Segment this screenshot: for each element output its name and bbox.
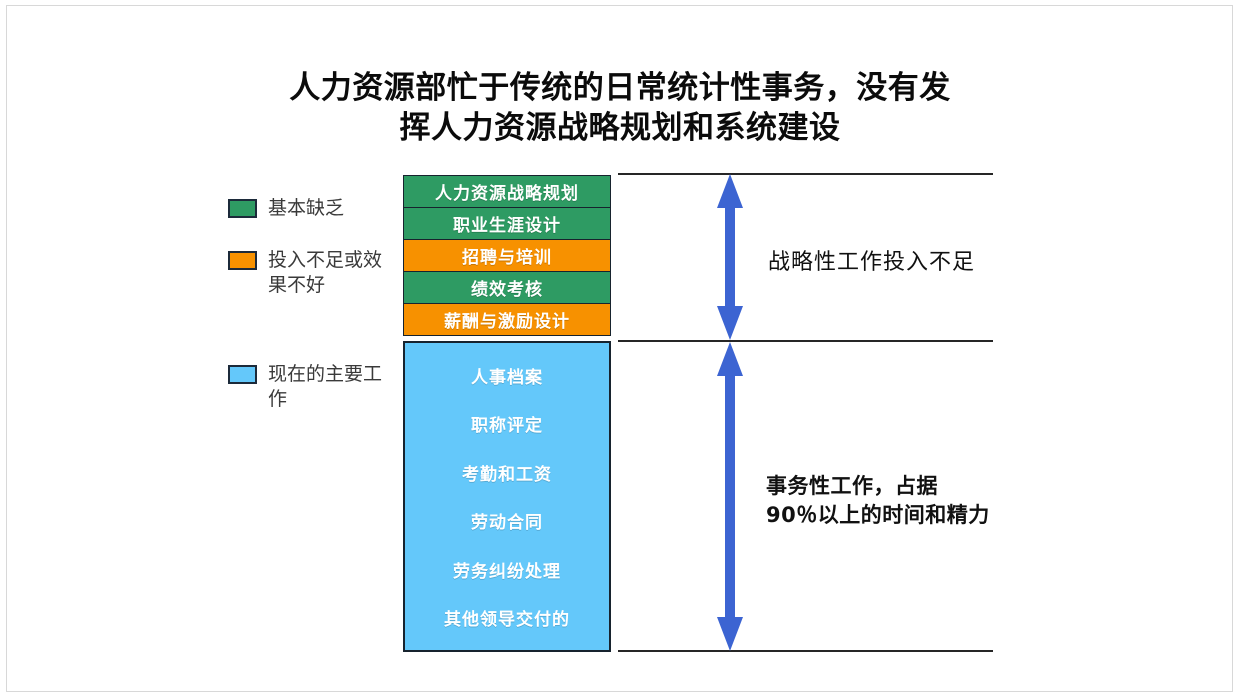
stack-block-label: 职业生涯设计 [453, 216, 561, 236]
double-arrow-icon-operational [714, 342, 746, 651]
legend-item-basic-lacking: 基本缺乏 [228, 196, 393, 221]
legend-swatch-green [228, 199, 257, 218]
operational-item-labor-disputes: 劳务纠纷处理 [453, 561, 561, 582]
stack-block-recruit-training[interactable]: 招聘与培训 [403, 239, 611, 272]
annotation-operational-line-1: 事务性工作，占据 [766, 474, 938, 498]
stack-block-hr-strategy[interactable]: 人力资源战略规划 [403, 175, 611, 208]
stack-block-label: 人力资源战略规划 [435, 184, 579, 204]
operational-work-block[interactable]: 人事档案 职称评定 考勤和工资 劳动合同 劳务纠纷处理 其他领导交付的 [403, 341, 611, 652]
operational-item-other-assigned: 其他领导交付的 [444, 610, 570, 631]
title-line-2: 挥人力资源战略规划和系统建设 [399, 110, 841, 146]
legend-label-green: 基本缺乏 [268, 197, 345, 219]
title-line-1: 人力资源部忙于传统的日常统计性事务，没有发 [289, 70, 951, 106]
operational-item-labor-contract: 劳动合同 [471, 513, 543, 534]
strategic-work-stack: 人力资源战略规划 职业生涯设计 招聘与培训 绩效考核 薪酬与激励设计 [403, 175, 611, 336]
double-arrow-icon-strategic [714, 174, 746, 340]
stack-block-performance[interactable]: 绩效考核 [403, 271, 611, 304]
operational-item-personnel-files: 人事档案 [471, 367, 543, 388]
legend-item-insufficient-investment: 投入不足或效果不好 [228, 248, 393, 298]
divider-line-bottom [618, 650, 993, 652]
operational-item-title-evaluation: 职称评定 [471, 416, 543, 437]
divider-line-top [618, 173, 993, 175]
divider-line-middle [618, 340, 993, 342]
stack-block-label: 招聘与培训 [462, 248, 552, 268]
legend-label-blue: 现在的主要工作 [268, 363, 383, 410]
stack-block-career-design[interactable]: 职业生涯设计 [403, 207, 611, 240]
legend-label-orange: 投入不足或效果不好 [268, 249, 383, 296]
legend-item-current-main-work: 现在的主要工作 [228, 362, 393, 412]
page-title: 人力资源部忙于传统的日常统计性事务，没有发 挥人力资源战略规划和系统建设 [120, 68, 1120, 148]
annotation-strategic: 战略性工作投入不足 [768, 250, 976, 275]
stack-block-label: 绩效考核 [471, 280, 543, 300]
annotation-operational: 事务性工作，占据 90％以上的时间和精力 [766, 472, 990, 530]
stack-block-compensation[interactable]: 薪酬与激励设计 [403, 303, 611, 336]
annotation-operational-line-2: 90％以上的时间和精力 [766, 503, 990, 527]
legend-swatch-blue [228, 365, 257, 384]
stack-block-label: 薪酬与激励设计 [444, 312, 570, 332]
operational-item-attendance-wages: 考勤和工资 [462, 464, 552, 485]
legend-swatch-orange [228, 251, 257, 270]
